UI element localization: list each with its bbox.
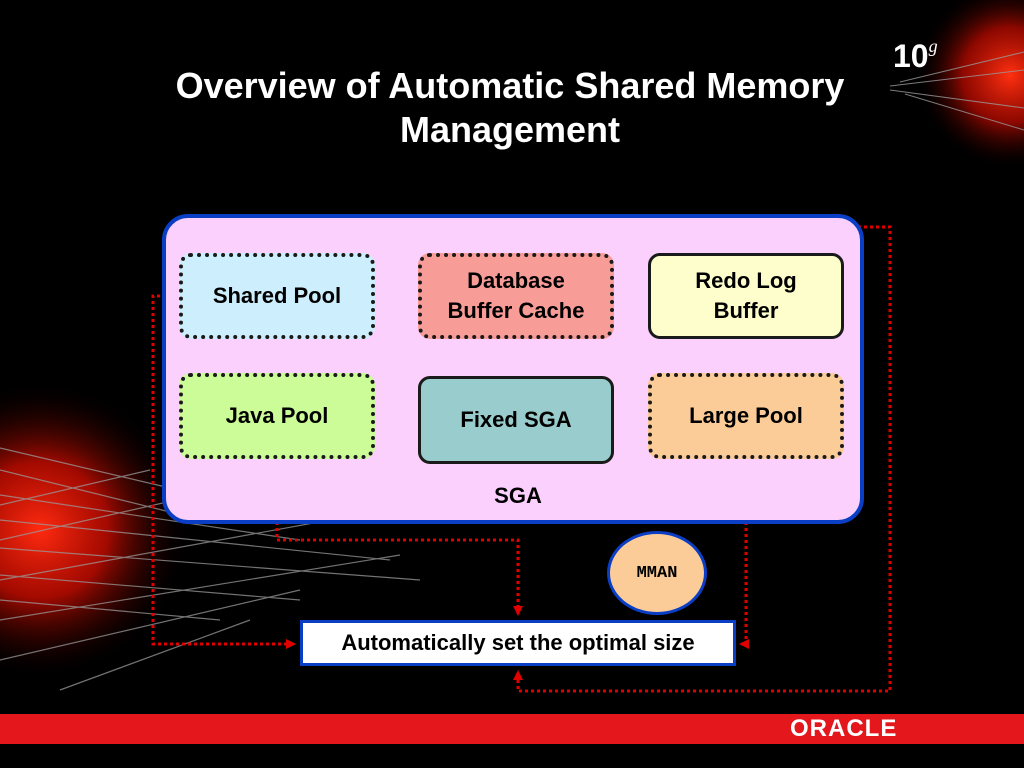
buffer-cache-label-line1: Database (467, 268, 565, 293)
java-pool-box: Java Pool (179, 373, 375, 459)
buffer-cache-box: Database Buffer Cache (418, 253, 614, 339)
redo-log-label-line1: Redo Log (695, 268, 797, 293)
version-number: 10 (893, 38, 929, 74)
right-glow (915, 0, 1024, 170)
oracle-logo: ORACLE (790, 715, 898, 742)
mman-process: MMAN (607, 531, 707, 615)
buffer-cache-label-line2: Buffer Cache (447, 298, 585, 323)
title-line-2: Management (399, 109, 621, 150)
right-grid-lines (889, 51, 1024, 131)
redo-log-buffer-box: Redo Log Buffer (648, 253, 844, 339)
fixed-sga-box: Fixed SGA (418, 376, 614, 464)
shared-pool-label: Shared Pool (212, 283, 342, 308)
java-pool-label: Java Pool (225, 403, 329, 428)
shared-pool-box: Shared Pool (179, 253, 375, 339)
mman-label: MMAN (636, 563, 678, 583)
large-pool-label: Large Pool (689, 403, 803, 428)
left-grid-lines (0, 447, 421, 691)
fixed-sga-label: Fixed SGA (460, 407, 572, 432)
auto-size-label: Automatically set the optimal size (341, 630, 695, 655)
redo-log-label-line2: Buffer (713, 298, 779, 323)
auto-size-box: Automatically set the optimal size (300, 620, 736, 666)
slide-title: Overview of Automatic Shared Memory Mana… (80, 64, 940, 152)
version-logo: 10g (893, 36, 938, 75)
version-suffix: g (928, 36, 938, 56)
title-line-1: Overview of Automatic Shared Memory (175, 65, 845, 106)
large-pool-box: Large Pool (648, 373, 844, 459)
brand-bar (0, 714, 1024, 744)
sga-label: SGA (494, 483, 542, 508)
